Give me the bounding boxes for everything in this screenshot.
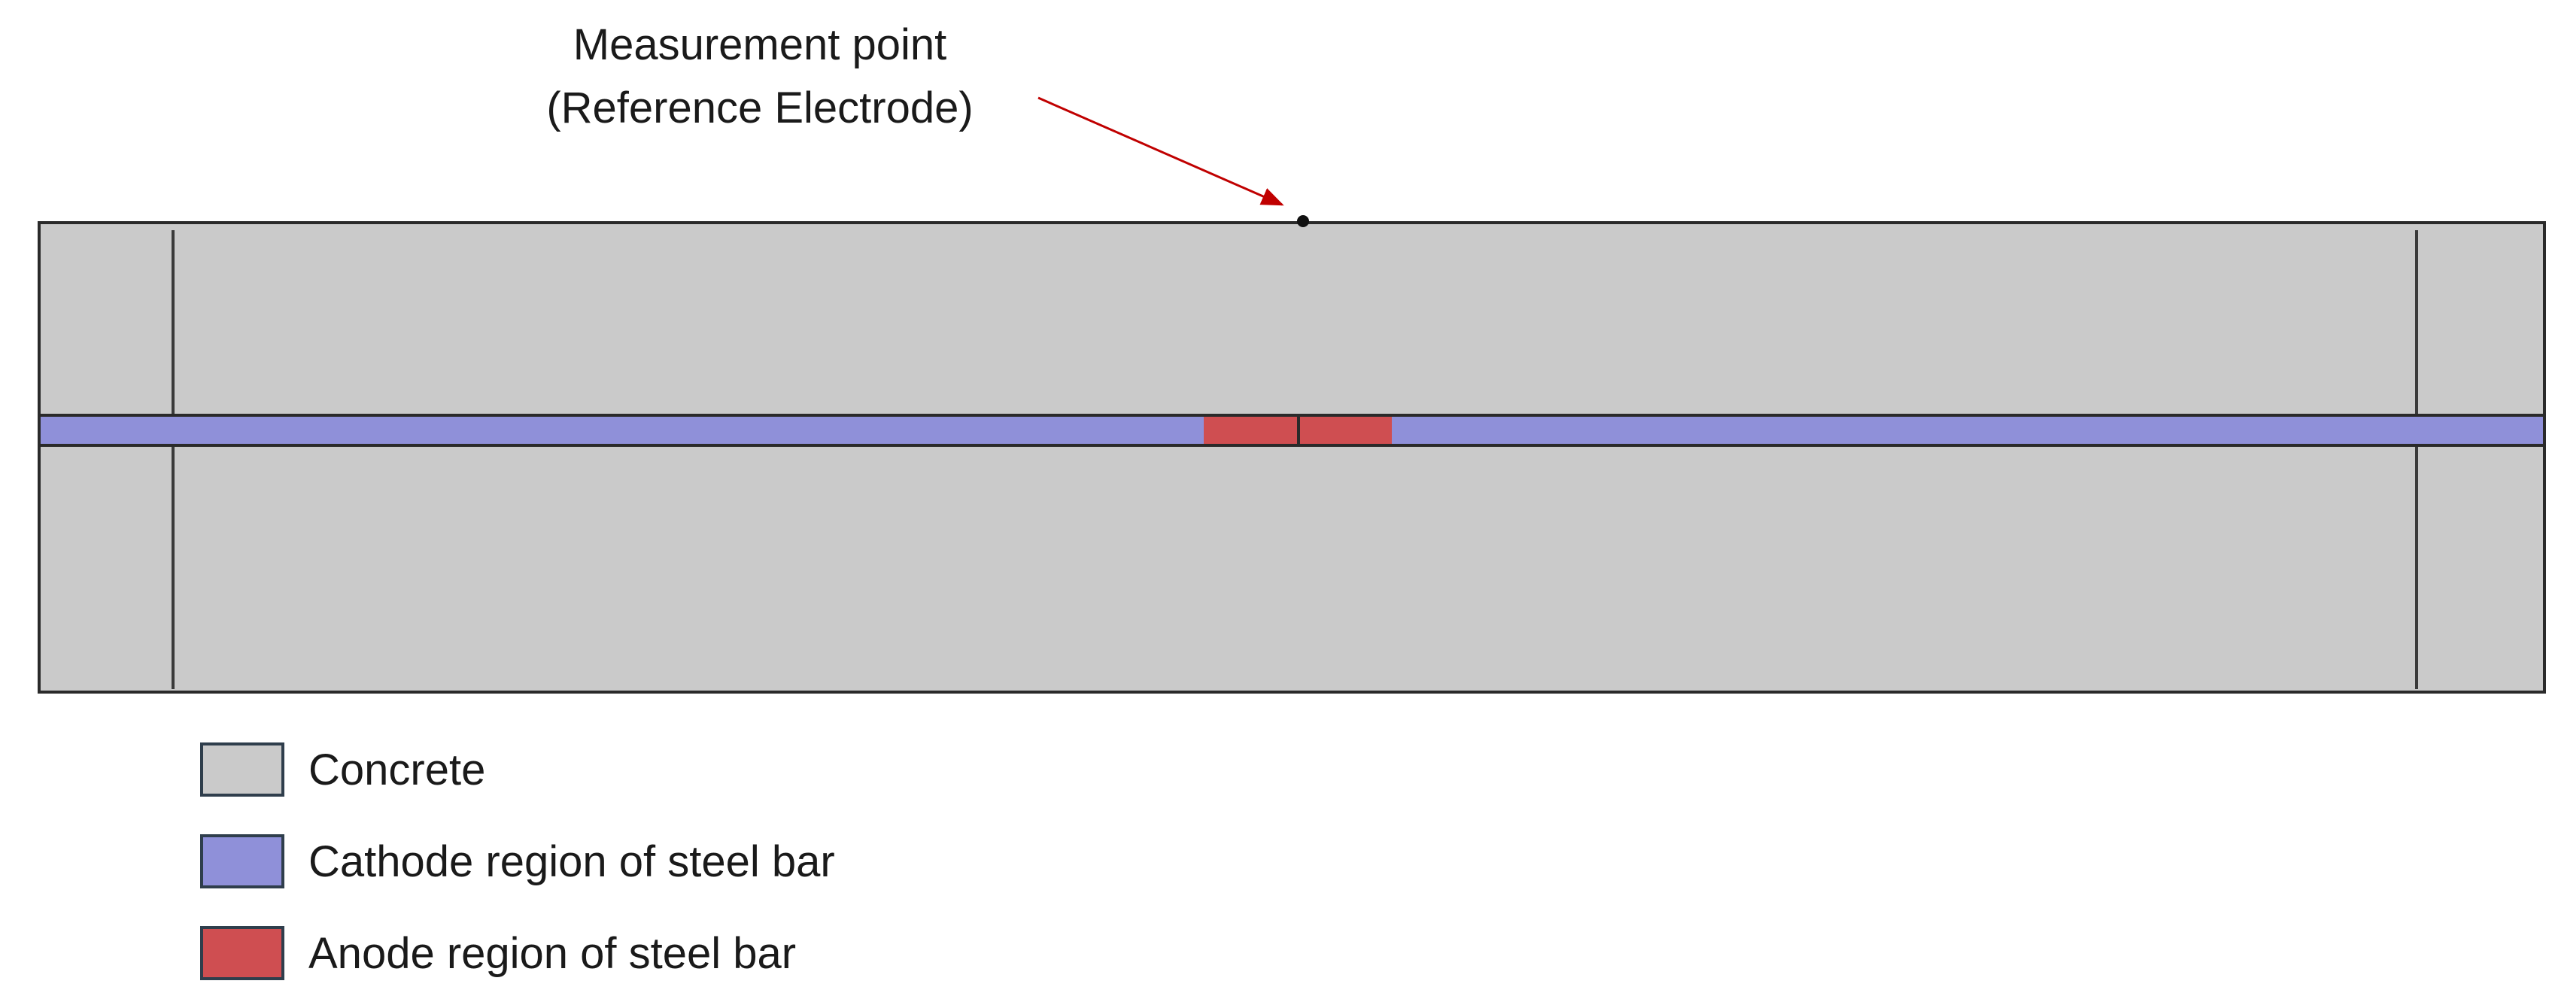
legend-swatch-cathode xyxy=(200,834,284,888)
legend-label: Cathode region of steel bar xyxy=(308,837,835,886)
measurement-point-label: Measurement point (Reference Electrode) xyxy=(481,14,1038,140)
legend-swatch-concrete xyxy=(200,742,284,797)
legend-label: Anode region of steel bar xyxy=(308,928,797,978)
legend-swatch-anode xyxy=(200,926,284,980)
legend: Concrete Cathode region of steel bar Ano… xyxy=(200,724,835,999)
legend-item-anode: Anode region of steel bar xyxy=(200,907,835,999)
legend-item-concrete: Concrete xyxy=(200,724,835,815)
annotation-line-2: (Reference Electrode) xyxy=(546,84,974,132)
measurement-point xyxy=(1297,215,1309,227)
legend-item-cathode: Cathode region of steel bar xyxy=(200,815,835,907)
concrete-block xyxy=(38,221,2546,694)
measurement-arrow xyxy=(1037,96,1284,206)
legend-label: Concrete xyxy=(308,745,486,794)
annotation-line-1: Measurement point xyxy=(573,20,947,69)
